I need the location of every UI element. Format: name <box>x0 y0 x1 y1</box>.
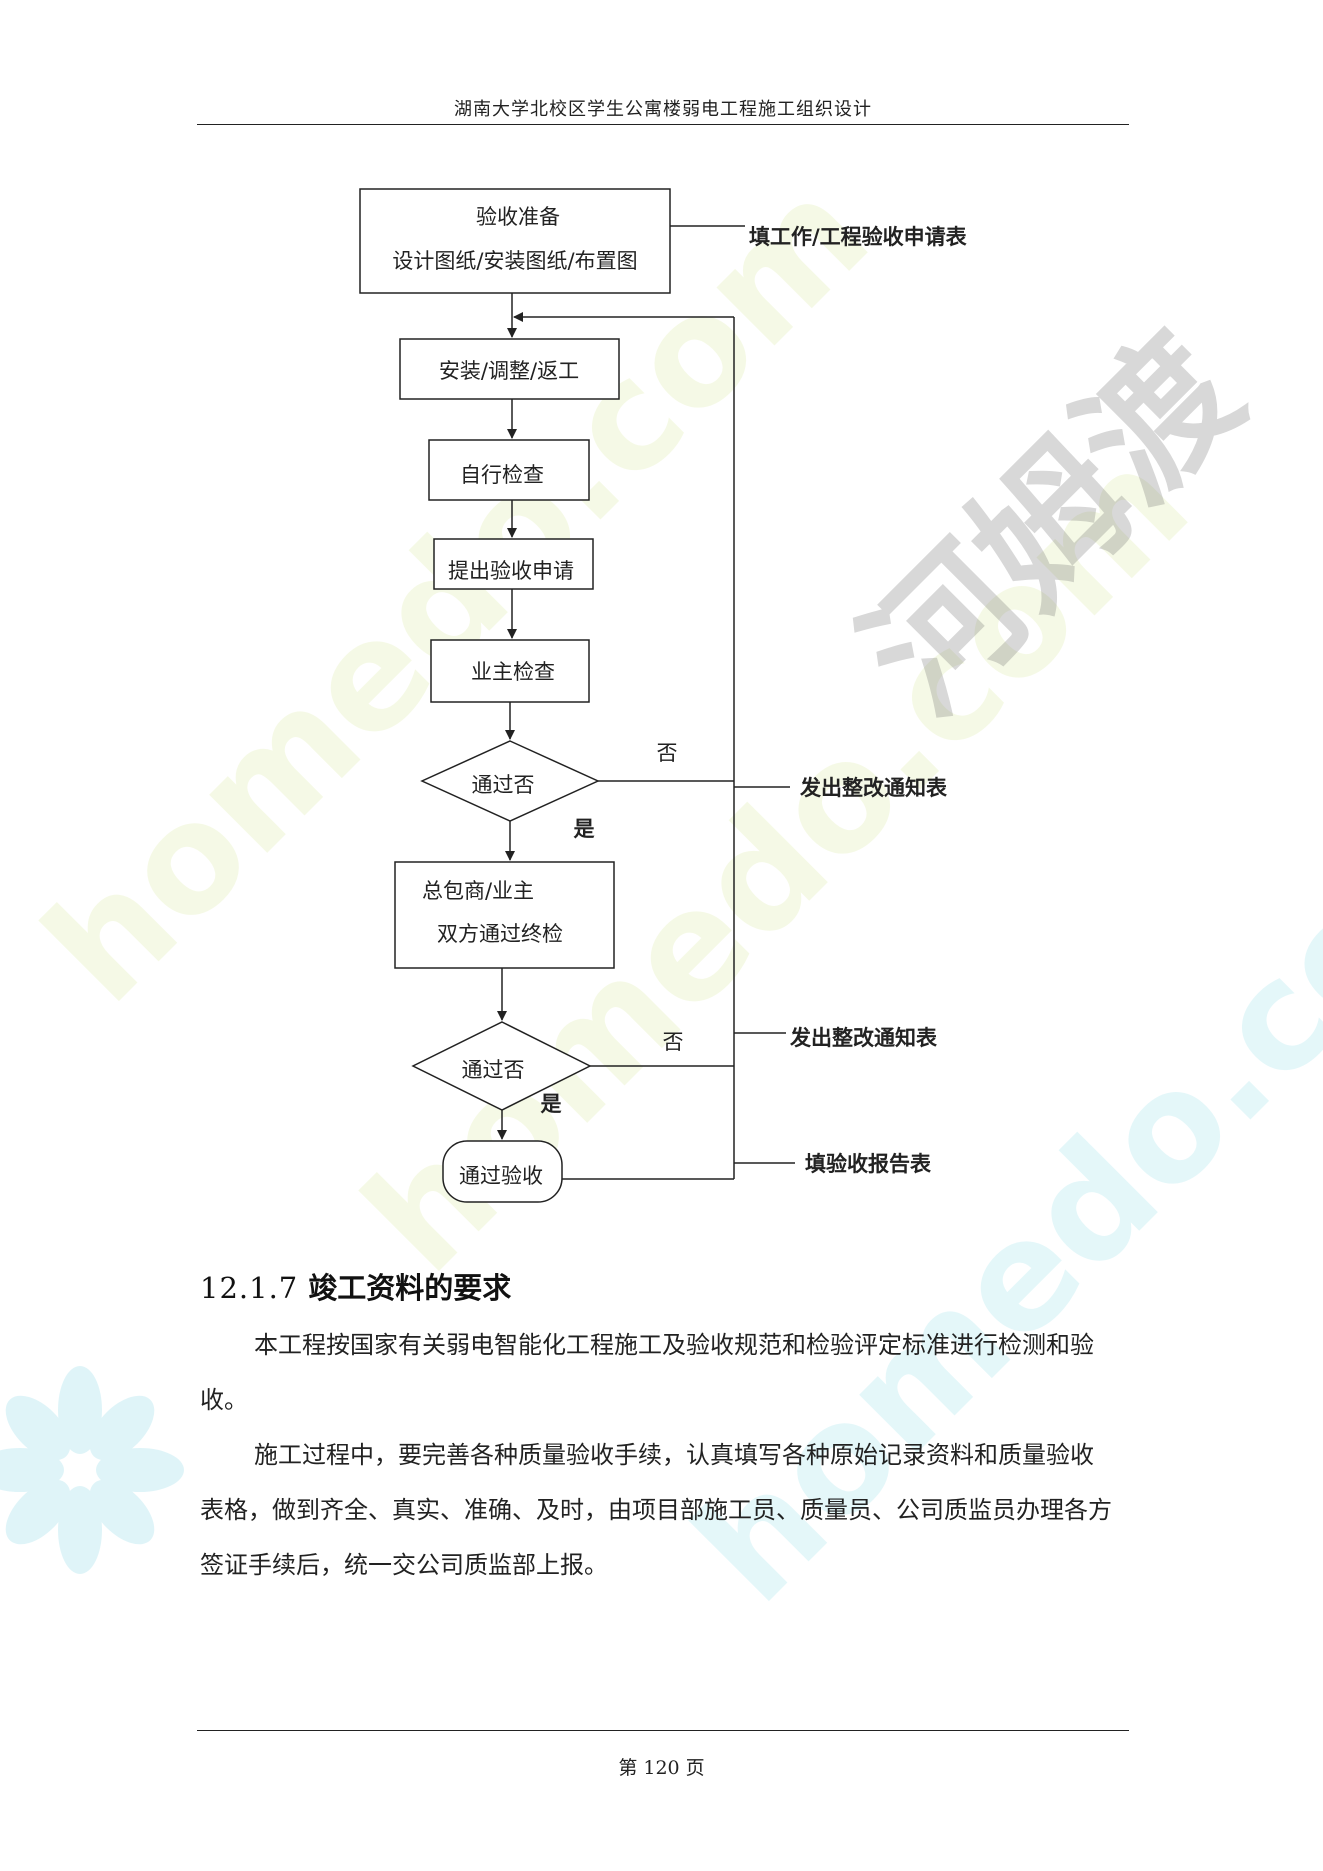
step-install-box <box>399 338 620 400</box>
note-fill-application: 填工作/工程验收申请表 <box>749 225 968 249</box>
decision-2-yes-label: 是 <box>541 1092 562 1116</box>
step-self-check-box <box>428 439 590 501</box>
page-number: 第 120 页 <box>618 1757 705 1779</box>
step-final-check-box <box>394 861 615 969</box>
note-rectification-2: 发出整改通知表 <box>789 1026 938 1050</box>
note-fill-report: 填验收报告表 <box>805 1152 932 1176</box>
step-prepare-box <box>359 188 671 294</box>
section-heading: 12.1.7 竣工资料的要求 <box>200 1265 511 1307</box>
step-apply-box <box>433 538 594 590</box>
decision-1-yes-label: 是 <box>574 817 595 841</box>
step-owner-check-label: 业主检查 <box>471 660 555 684</box>
note-rectification-1: 发出整改通知表 <box>799 776 948 800</box>
footer-rule <box>197 1730 1129 1731</box>
step-self-check-label: 自行检查 <box>460 463 544 487</box>
step-final-line1: 总包商/业主 <box>422 879 534 903</box>
section-title: 竣工资料的要求 <box>308 1271 512 1305</box>
step-pass-label: 通过验收 <box>459 1164 543 1188</box>
page-header-title: 湖南大学北校区学生公寓楼弱电工程施工组织设计 <box>454 99 872 120</box>
step-owner-check-box <box>430 639 590 703</box>
header-rule <box>197 124 1129 125</box>
step-final-line2: 双方通过终检 <box>437 922 563 946</box>
decision-1-no-label: 否 <box>657 741 678 765</box>
watermark-flower-icon <box>0 1366 184 1574</box>
acceptance-flowchart: 验收准备 设计图纸/安装图纸/布置图 安装/调整/返工 自行检查 提出验收申请 … <box>359 188 968 1203</box>
decision-2-label: 通过否 <box>462 1058 525 1082</box>
step-prepare-line1: 验收准备 <box>476 205 560 229</box>
step-install-label: 安装/调整/返工 <box>439 359 579 383</box>
step-prepare-line2: 设计图纸/安装图纸/布置图 <box>392 249 637 273</box>
decision-2-no-label: 否 <box>663 1030 684 1054</box>
section-number: 12.1.7 <box>200 1271 299 1305</box>
decision-1-label: 通过否 <box>472 773 535 797</box>
body-paragraph-1: 本工程按国家有关弱电智能化工程施工及验收规范和检验评定标准进行检测和验收。 <box>200 1331 1094 1414</box>
step-apply-label: 提出验收申请 <box>448 559 574 583</box>
body-paragraph-2: 施工过程中，要完善各种质量验收手续，认真填写各种原始记录资料和质量验收表格，做到… <box>200 1441 1112 1579</box>
step-pass-terminal <box>442 1140 563 1203</box>
